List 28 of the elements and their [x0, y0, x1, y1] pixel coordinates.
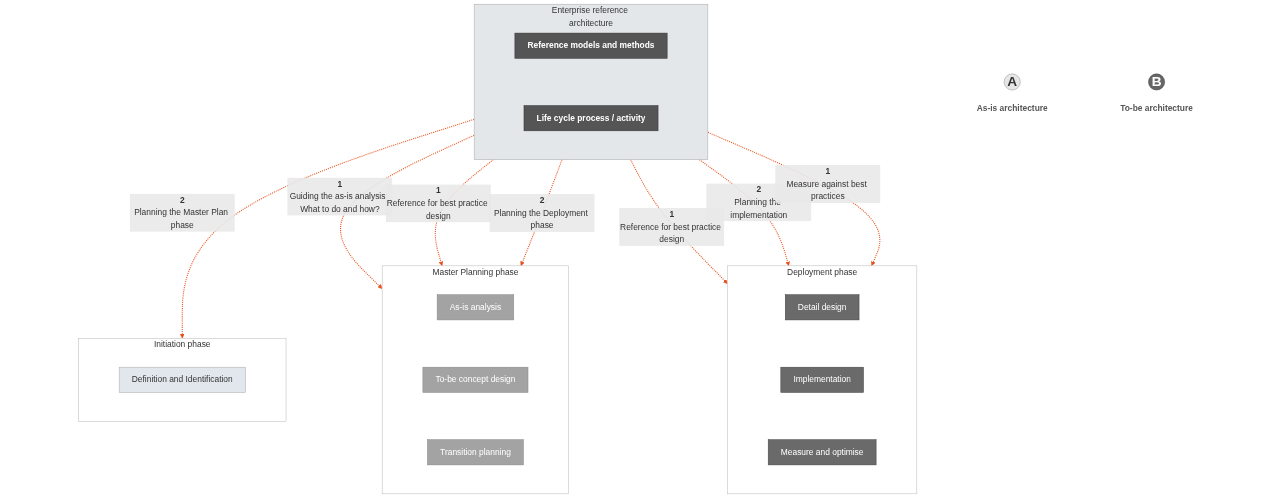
node-box: Life cycle process / activity [523, 105, 659, 132]
label: 2 [756, 185, 762, 194]
edge-label: Guiding the as-is analysis: What to do and how? [289, 191, 388, 214]
label: 1 [337, 179, 343, 189]
edge-label: Planning the Deployment phase [493, 208, 588, 230]
node-circle: B [1148, 73, 1165, 91]
label: 1 [825, 166, 831, 176]
node-box: Detail design [785, 294, 860, 321]
edge-label: Reference for best practice design [386, 198, 488, 221]
edge-label: Planning the implementation [730, 197, 788, 220]
node-box: As-is analysis [436, 294, 514, 321]
arrow [707, 131, 881, 266]
node-box: Transition planning [427, 439, 524, 466]
edge-label: Measure against best practices [786, 179, 867, 201]
edge-label: Reference for best practice design [620, 222, 721, 244]
node-label: To-be architecture [1120, 103, 1193, 113]
edge-label: Planning the Master Plan phase [134, 208, 229, 230]
node-box: To-be concept design [422, 366, 529, 393]
node-label: As-is architecture [976, 103, 1048, 113]
node-box: Definition and Identification [118, 366, 246, 393]
node-circle: A [1003, 73, 1021, 91]
node-box: Reference models and methods [514, 32, 668, 59]
label: 1 [669, 209, 675, 219]
label: 2 [539, 195, 545, 205]
label: 2 [179, 195, 185, 205]
label: 1 [435, 186, 441, 196]
node-box: Implementation [780, 366, 864, 393]
node-box: Measure and optimise [767, 439, 877, 466]
